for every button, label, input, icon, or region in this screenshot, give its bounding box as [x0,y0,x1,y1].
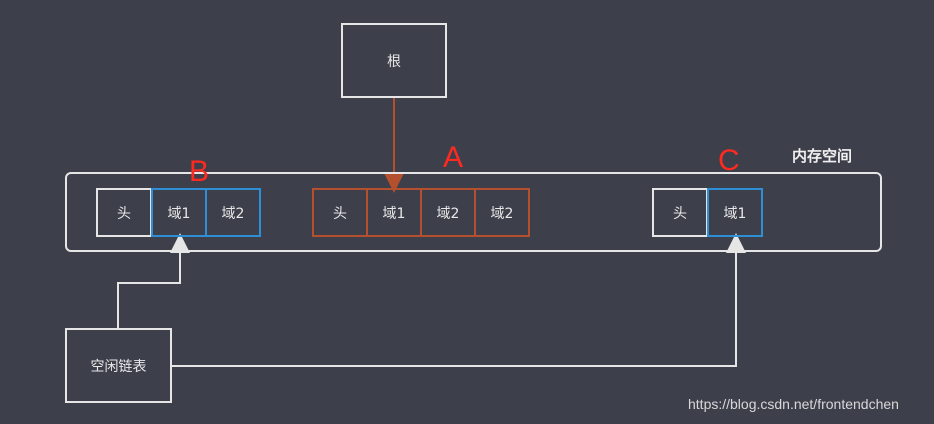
block-a-header-label: 头 [333,205,347,222]
block-a-field-1: 域1 [366,188,422,237]
root-label: 根 [387,53,401,70]
block-a-field-1-label: 域1 [382,205,406,222]
watermark: https://blog.csdn.net/frontendchen [688,396,899,412]
block-a-field-3-label: 域2 [490,205,514,222]
freelist-to-c-arrow [172,233,746,367]
memory-space-region [65,172,882,252]
block-b-header: 头 [96,188,152,237]
block-c-field-1-label: 域1 [723,205,747,222]
block-b-header-label: 头 [117,205,131,222]
block-c-header-label: 头 [673,205,687,222]
block-a-field-3: 域2 [474,188,530,237]
label-a: A [443,141,464,174]
block-c-field-1: 域1 [707,188,763,237]
block-b-field-1: 域1 [151,188,207,237]
label-c: C [718,144,740,177]
freelist-to-b-arrow [117,233,190,328]
root-node: 根 [341,23,447,98]
free-list-node: 空闲链表 [65,328,172,403]
block-a-header: 头 [312,188,368,237]
block-b-field-1-label: 域1 [167,205,191,222]
block-b-field-2: 域2 [205,188,261,237]
block-b-field-2-label: 域2 [221,205,245,222]
block-a-field-2-label: 域2 [436,205,460,222]
block-c-header: 头 [652,188,708,237]
label-b: B [189,155,210,188]
block-a-field-2: 域2 [420,188,476,237]
free-list-label: 空闲链表 [90,358,147,375]
memory-space-title: 内存空间 [792,147,853,165]
